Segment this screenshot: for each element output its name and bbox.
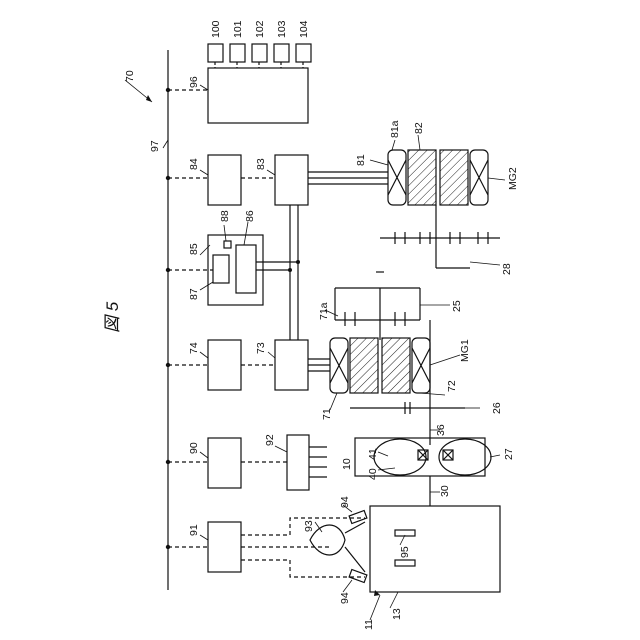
sensor-101-box [230, 44, 245, 62]
gear-train-28 [380, 232, 500, 244]
label-41: 41 [367, 448, 379, 460]
label-28: 28 [501, 263, 513, 275]
label-84: 84 [188, 158, 200, 170]
label-97: 97 [149, 140, 161, 152]
label-13: 13 [391, 608, 403, 620]
figure-title: 図 5 [103, 301, 122, 333]
label-91: 91 [188, 524, 200, 536]
engine-block-13 [370, 506, 500, 592]
label-94-bottom: 94 [339, 592, 351, 604]
sensor-104-box [296, 44, 311, 62]
label-73: 73 [255, 342, 267, 354]
label-104: 104 [298, 20, 310, 38]
label-102: 102 [254, 20, 266, 38]
label-72: 72 [446, 380, 458, 392]
sensor-102-box [252, 44, 267, 62]
ecu-74-box [208, 340, 241, 390]
controller-96-box [208, 68, 308, 123]
label-87: 87 [188, 288, 200, 300]
sensor-88 [224, 241, 231, 248]
label-27: 27 [503, 448, 515, 460]
label-103: 103 [276, 20, 288, 38]
ignition-92-box [287, 435, 309, 490]
ecu-84-box [208, 155, 241, 205]
sensor-103-box [274, 44, 289, 62]
sensor-100-box [208, 44, 223, 62]
label-71: 71 [321, 408, 333, 420]
label-36: 36 [435, 424, 447, 436]
label-81a: 81a [389, 120, 401, 138]
label-92: 92 [264, 434, 276, 446]
label-40: 40 [367, 468, 379, 480]
label-25: 25 [451, 300, 463, 312]
ecu-91-box [208, 522, 241, 572]
battery-cell-87 [213, 255, 229, 283]
label-10: 10 [341, 458, 353, 470]
label-86: 86 [244, 210, 256, 222]
label-100: 100 [210, 20, 222, 38]
battery-cell-86 [236, 245, 256, 293]
label-26: 26 [491, 402, 503, 414]
label-95: 95 [399, 546, 411, 558]
label-30: 30 [439, 485, 451, 497]
label-93: 93 [303, 520, 315, 532]
label-90: 90 [188, 442, 200, 454]
label-74: 74 [188, 342, 200, 354]
label-71a: 71a [318, 302, 330, 320]
label-82: 82 [413, 122, 425, 134]
label-mg1: MG1 [459, 339, 471, 362]
inverter-73-box [275, 340, 308, 390]
label-96: 96 [188, 76, 200, 88]
label-85: 85 [188, 243, 200, 255]
label-70: 70 [124, 70, 136, 82]
label-11: 11 [363, 619, 375, 630]
planetary-gear-25 [335, 272, 420, 340]
label-88: 88 [219, 210, 231, 222]
ecu-90-box [208, 438, 241, 488]
inverter-83-box [275, 155, 308, 205]
label-mg2: MG2 [507, 167, 519, 190]
motor-mg2 [388, 150, 488, 268]
motor-mg1 [330, 338, 430, 393]
label-101: 101 [232, 20, 244, 38]
label-83: 83 [255, 158, 267, 170]
label-94-top: 94 [339, 496, 351, 508]
label-81: 81 [355, 154, 367, 166]
